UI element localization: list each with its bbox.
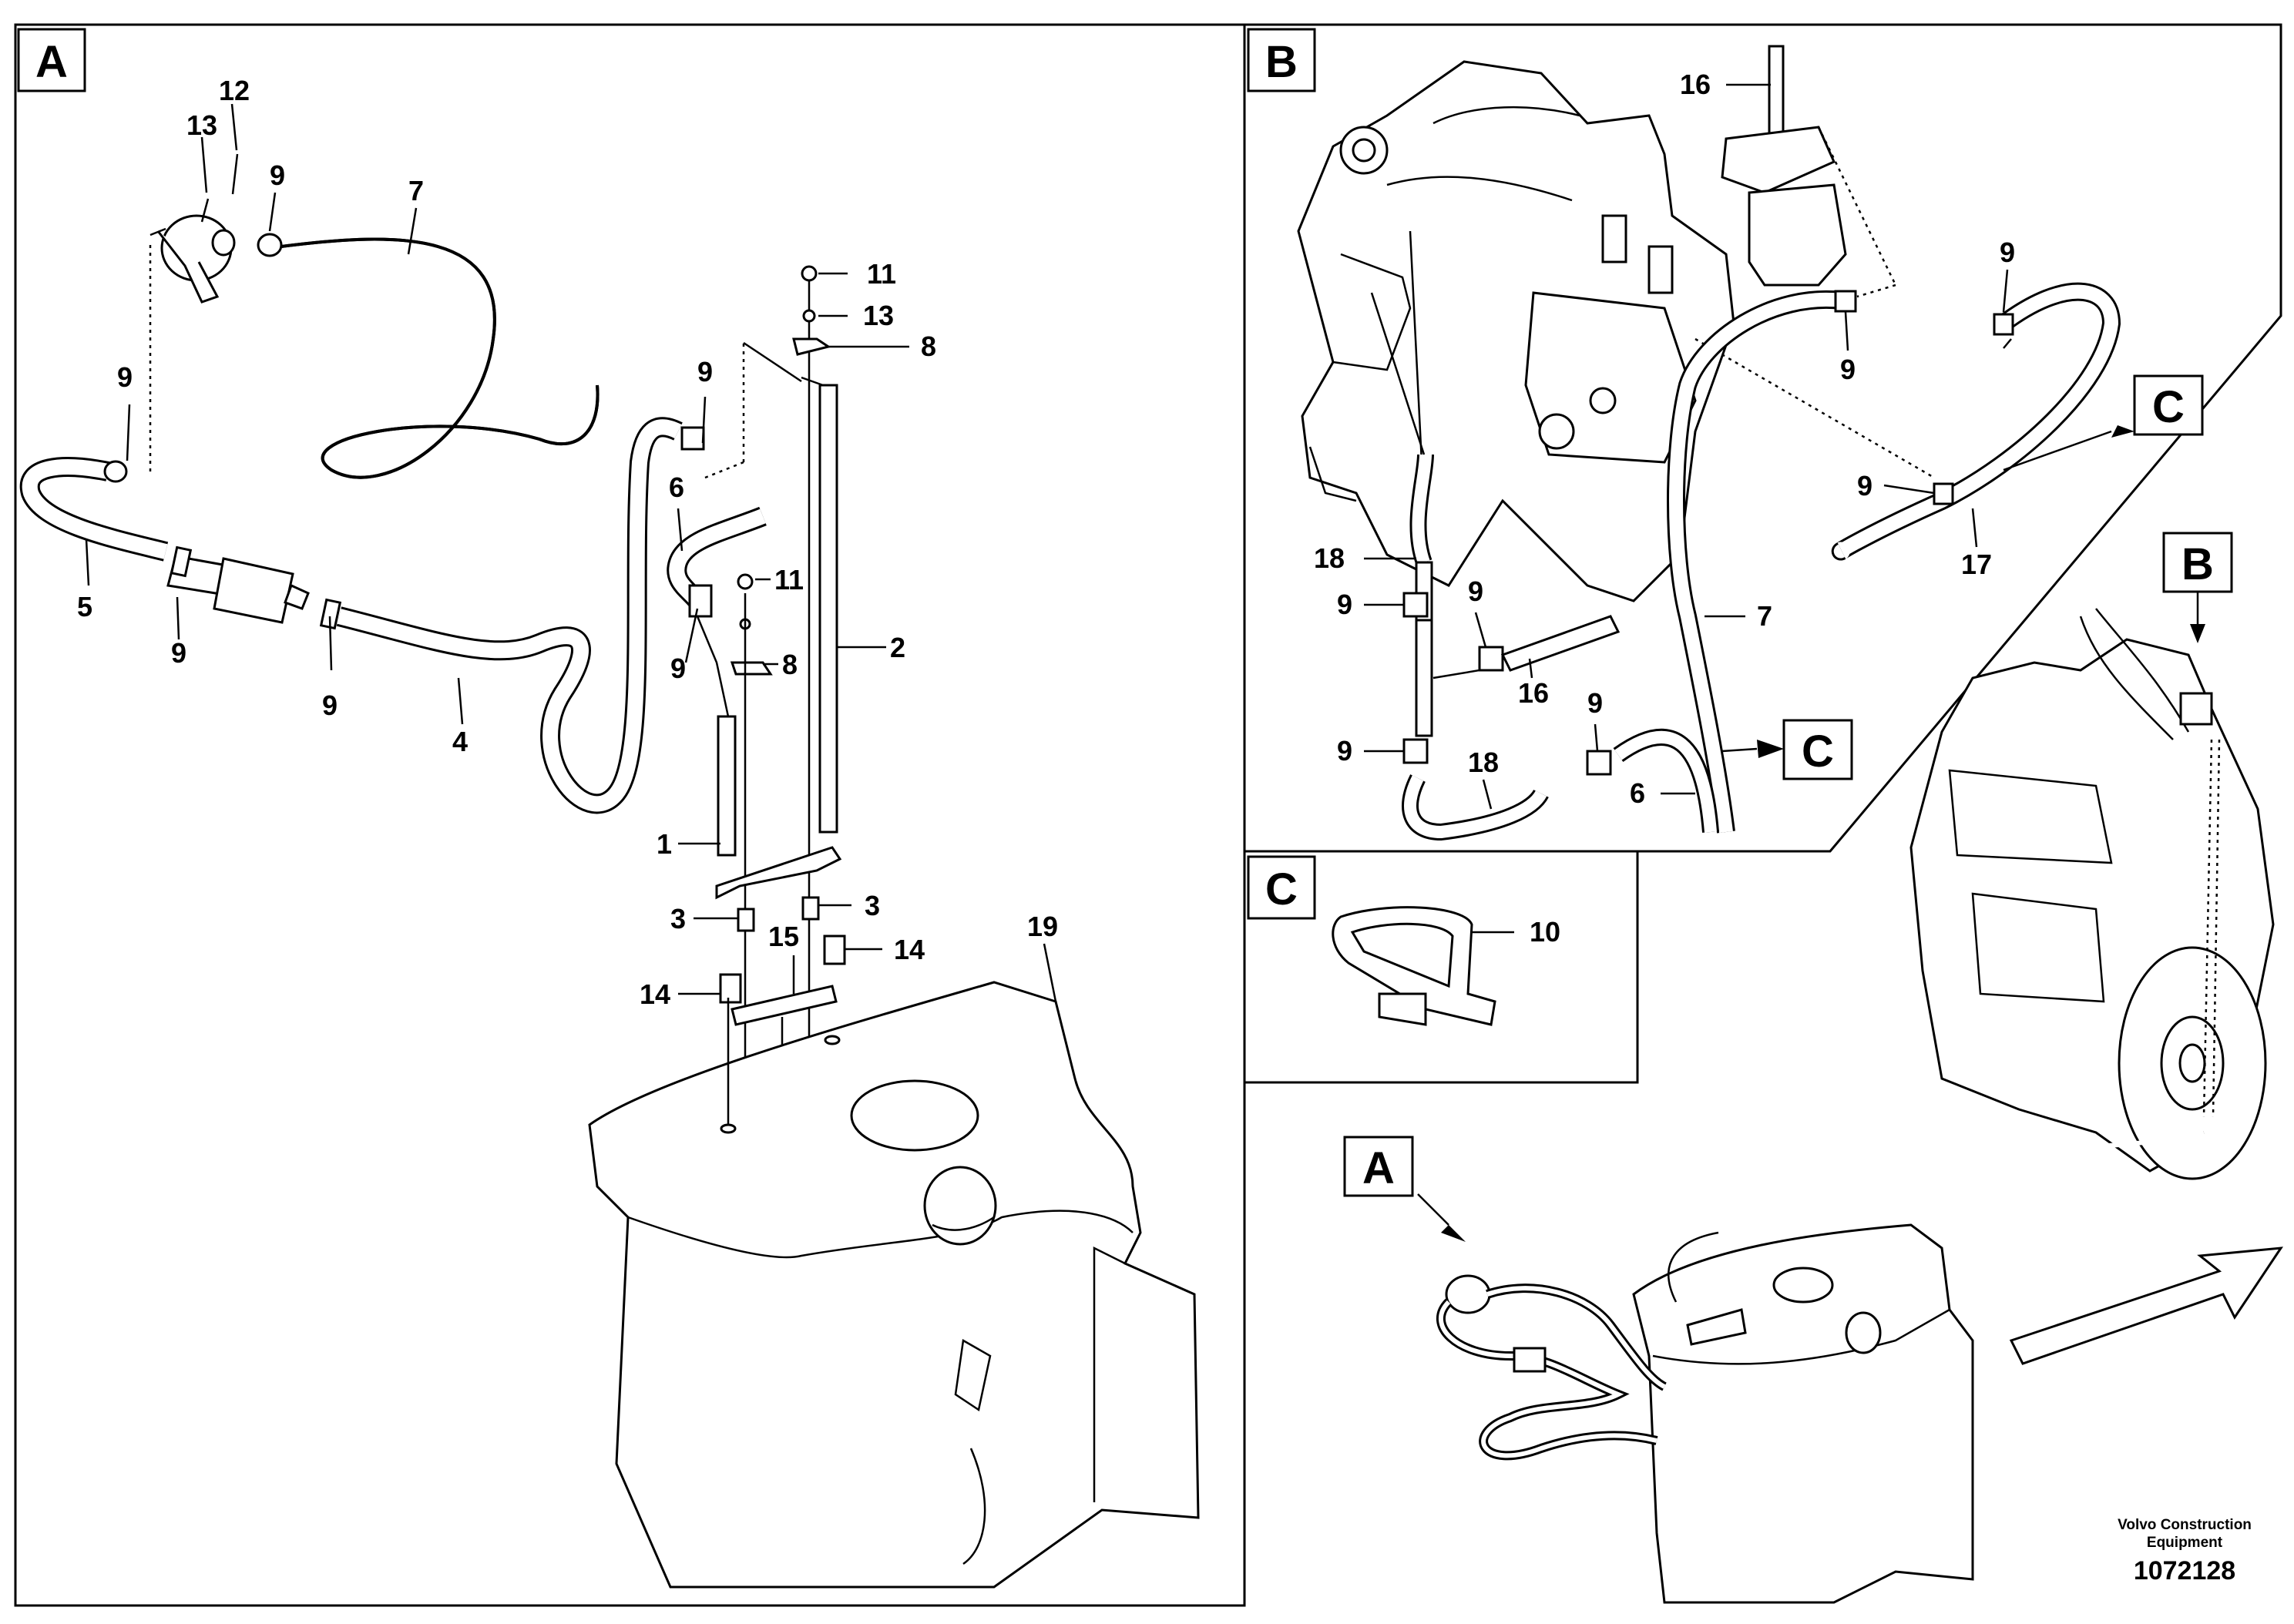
callout-a-6: 6	[669, 471, 684, 503]
b-tag-c-upper: C	[2152, 382, 2185, 432]
panel-c-frame	[1243, 850, 1639, 1084]
leaders-b	[1364, 83, 2009, 810]
callout-a-7: 7	[408, 175, 424, 206]
clamp-10-drawing	[1332, 906, 1514, 1026]
panel-a-tag-box	[17, 28, 86, 92]
overview-tank-drawing	[1632, 1223, 1974, 1604]
callout-a-9-left: 9	[117, 361, 133, 393]
panel-a-label: A	[35, 37, 68, 87]
b-tag-c-upper-box	[2133, 374, 2204, 436]
panel-c-tag-box	[1247, 855, 1316, 920]
callout-a-9-pump: 9	[270, 159, 285, 191]
overview-tag-b-box	[2162, 532, 2233, 593]
callout-b-9-mid: 9	[1857, 470, 1872, 502]
callout-a-12: 12	[219, 75, 250, 106]
callout-b-6: 6	[1630, 777, 1645, 809]
overview-tag-b: B	[2181, 539, 2214, 589]
callout-a-19: 19	[1027, 911, 1058, 942]
callout-b-18-bottom: 18	[1468, 747, 1499, 778]
callout-c-10: 10	[1530, 916, 1560, 948]
callout-a-13: 13	[186, 109, 217, 141]
clamp-9-a	[680, 426, 705, 451]
footer-company-line2: Equipment	[2147, 1535, 2223, 1551]
callout-a-4: 4	[452, 726, 468, 757]
overview: A B Volvo Construction Equipment 1072128	[1343, 532, 2283, 1604]
callout-b-9-bottom: 9	[1587, 687, 1603, 719]
callout-a-15: 15	[768, 921, 799, 952]
callout-a-11-top: 11	[867, 258, 896, 290]
overview-tag-a-box	[1343, 1136, 1414, 1197]
b-tag-c-lower: C	[1802, 726, 1834, 777]
footer-company-line1: Volvo Construction	[2118, 1517, 2252, 1533]
engine-detail-drawing	[1297, 60, 1735, 602]
fuel-pump-drawing	[149, 153, 283, 471]
panel-c-label: C	[1265, 864, 1298, 914]
callout-a-11-mid: 11	[774, 564, 804, 596]
panel-b-tag-box	[1247, 28, 1316, 92]
callout-a-9-filter-left: 9	[171, 637, 186, 669]
b-filter-drawing	[1694, 45, 1935, 479]
callout-b-9-filter: 9	[1840, 354, 1856, 385]
callout-b-16-top: 16	[1680, 69, 1711, 100]
callout-a-8-mid: 8	[782, 649, 798, 680]
panel-b-label: B	[1265, 37, 1298, 87]
callout-a-5: 5	[77, 591, 92, 622]
overview-pump-drawing	[1436, 1274, 1667, 1461]
leaders-a	[85, 103, 1057, 1002]
callout-a-1: 1	[657, 828, 672, 860]
callout-a-8-top: 8	[921, 331, 936, 362]
callout-b-17: 17	[1961, 549, 1992, 580]
fuel-filter-drawing	[166, 545, 342, 630]
callout-a-14-right: 14	[894, 934, 925, 965]
callout-a-14-left: 14	[640, 978, 670, 1010]
tube-2	[818, 384, 838, 834]
callout-b-9-lower-left: 9	[1337, 735, 1352, 767]
callout-a-9-filter-right: 9	[322, 690, 338, 721]
callout-a-2: 2	[890, 632, 905, 663]
fuel-tank-drawing	[588, 981, 1200, 1589]
overview-engine-drawing	[1909, 608, 2275, 1180]
overview-tag-a: A	[1362, 1143, 1395, 1193]
tube-1	[717, 715, 737, 857]
callout-a-13-mid: 13	[863, 300, 894, 331]
panel-c: C 10	[1243, 850, 1639, 1084]
callout-a-9-tube: 9	[670, 653, 686, 684]
callout-b-16-mid: 16	[1518, 677, 1549, 709]
callout-a-3-left: 3	[670, 903, 686, 934]
callout-b-7: 7	[1757, 600, 1772, 632]
footer-drawing-number: 1072128	[2134, 1556, 2235, 1585]
callout-a-9-top-hose: 9	[697, 356, 713, 388]
callout-b-18-top: 18	[1314, 542, 1345, 574]
callout-a-3-right: 3	[865, 890, 880, 921]
callout-b-9-upper-left: 9	[1337, 589, 1352, 620]
callout-b-9-right: 9	[2000, 237, 2015, 268]
panel-a-frame	[14, 23, 1246, 1607]
callout-b-9-center: 9	[1468, 575, 1483, 607]
b-tag-c-lower-box	[1782, 719, 1853, 780]
panel-a: A	[14, 23, 1246, 1607]
panel-b: B	[1244, 23, 2282, 853]
direction-arrow-icon	[2009, 1247, 2283, 1365]
